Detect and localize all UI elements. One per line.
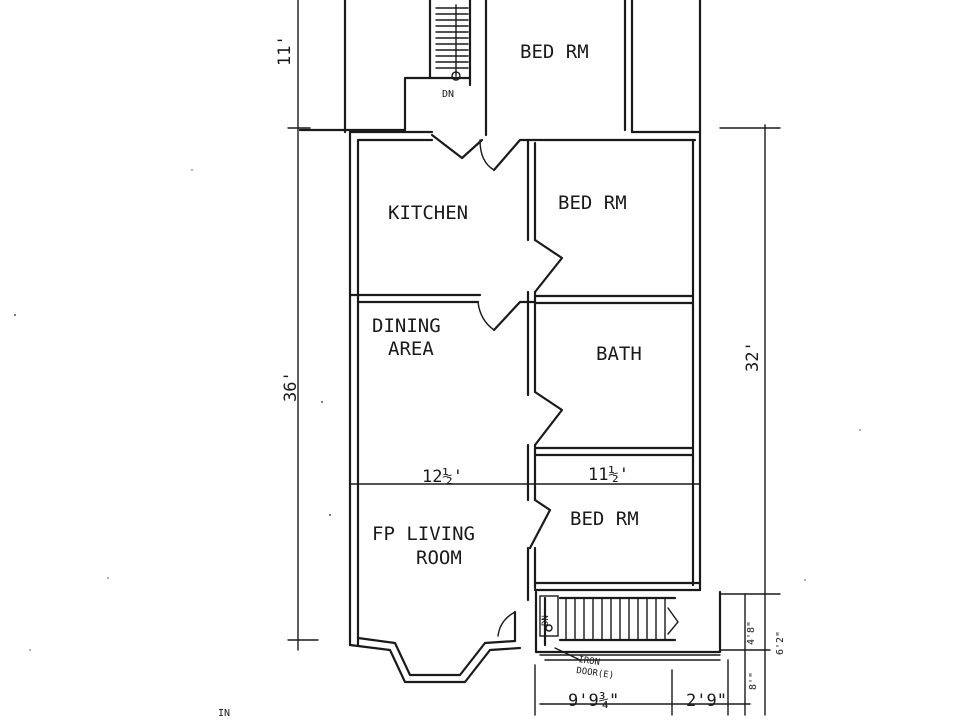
room-label-dining-1: DINING	[372, 315, 441, 337]
dim-left-width: 12½'	[422, 467, 463, 487]
dim-right-width: 11½'	[588, 465, 629, 485]
room-label-bed-mid: BED RM	[558, 192, 627, 214]
dimension-lines	[287, 0, 781, 716]
dim-front-width: 9'9¾"	[568, 691, 619, 711]
dim-step-b: 6'2"	[775, 631, 786, 655]
iron-door-label-1: IRON	[578, 655, 601, 668]
room-label-living-2: ROOM	[416, 547, 462, 569]
front-stair	[534, 590, 722, 661]
room-label-bed-bottom: BED RM	[570, 508, 639, 530]
rear-structure	[298, 0, 702, 137]
compass-label: IN	[218, 708, 230, 719]
stair-dn-bottom-label: DN	[541, 615, 551, 626]
room-label-bed-top: BED RM	[520, 41, 589, 63]
scan-speckles	[14, 169, 861, 651]
main-walls	[348, 130, 702, 684]
stair-dn-top-label: DN	[442, 89, 454, 100]
room-label-dining-2: AREA	[388, 338, 434, 360]
dim-total-depth: 36'	[281, 371, 301, 402]
dim-right-depth: 32'	[743, 341, 763, 372]
iron-door-label-2: DOOR(E)	[576, 666, 615, 681]
rear-stair	[435, 4, 469, 81]
dim-stair-width: 2'9"	[686, 691, 727, 711]
dim-step-a: 4'8"	[746, 621, 757, 645]
dim-step-c: 8'"	[748, 672, 759, 690]
room-label-kitchen: KITCHEN	[388, 202, 468, 224]
dim-upper-depth: 11'	[275, 35, 295, 66]
room-label-bath: BATH	[596, 343, 642, 365]
room-label-living-1: FP LIVING	[372, 523, 475, 545]
